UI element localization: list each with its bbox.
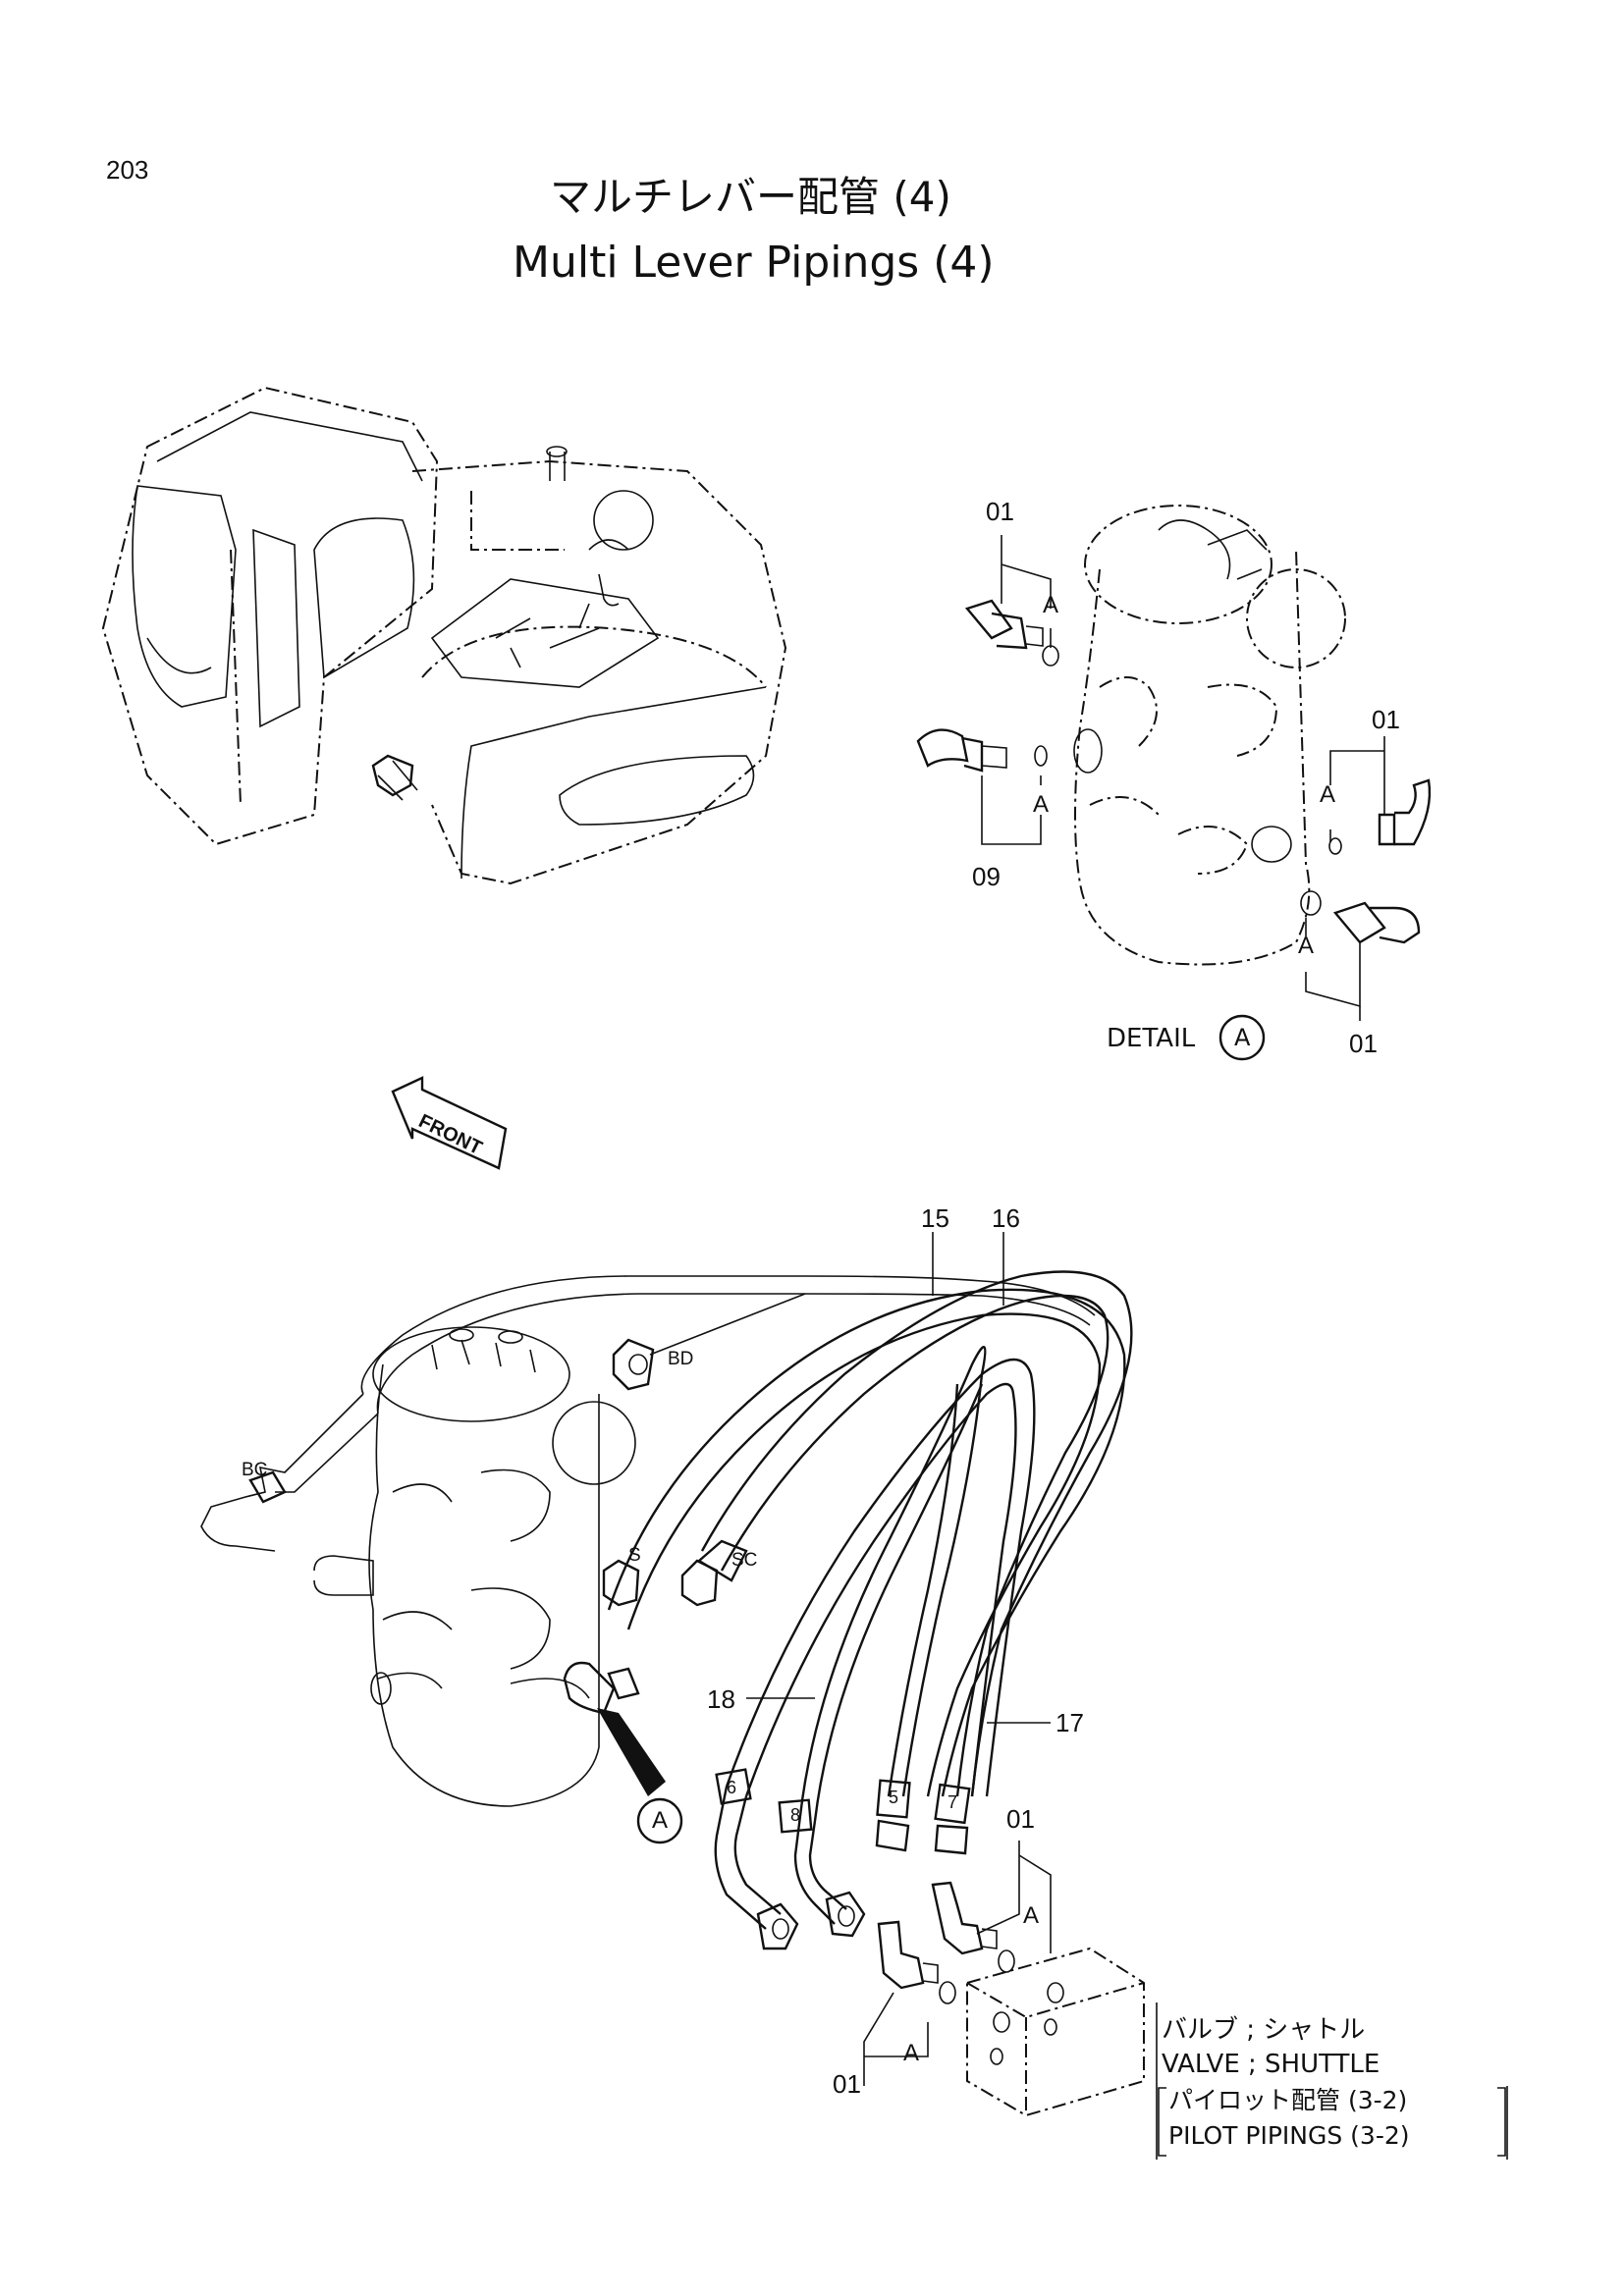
main-leader-lines <box>746 1232 1508 2160</box>
port-label-s: S <box>628 1545 641 1566</box>
callout-detail-a: A <box>652 1807 669 1834</box>
o-ring-mark-lower: A <box>903 2040 920 2066</box>
multi-lever-valve-detail <box>1073 505 1346 966</box>
hoses-17-18 <box>725 1346 1036 1822</box>
detail-callout-01-right: 01 <box>1372 705 1400 734</box>
hose-mark-8: 8 <box>790 1805 801 1825</box>
detail-circle-letter: A <box>1234 1024 1251 1051</box>
hose-mark-5: 5 <box>889 1788 899 1807</box>
callout-16: 16 <box>992 1203 1020 1233</box>
detail-fittings <box>916 599 1432 944</box>
detail-callout-01-bottom: 01 <box>1349 1029 1378 1058</box>
o-ring-mark-upper: A <box>1023 1902 1040 1929</box>
hose-fittings <box>563 1539 971 1950</box>
callout-01-upper: 01 <box>1006 1804 1035 1834</box>
detail-label: DETAIL <box>1107 1024 1196 1053</box>
title-japanese: マルチレバー配管 (4) <box>550 173 951 221</box>
shuttle-valve-block <box>966 1947 1145 2117</box>
title-english: Multi Lever Pipings (4) <box>513 238 995 288</box>
detail-a-circle <box>1218 1014 1266 1061</box>
hose-lower-runs <box>714 1786 847 1930</box>
valve-location-mark <box>371 754 418 801</box>
callout-18: 18 <box>707 1684 735 1714</box>
pilot-pipings-note-japanese: パイロット配管 (3-2) <box>1168 2086 1408 2114</box>
shuttle-valve-fittings <box>877 1881 1015 2004</box>
port-label-bc: BC <box>242 1460 268 1480</box>
port-label-bd: BD <box>668 1349 694 1369</box>
detail-o-ring-mark-1: A <box>1043 592 1059 618</box>
callout-17: 17 <box>1056 1708 1084 1737</box>
multi-lever-valve-body <box>313 1326 636 1807</box>
hose-mark-6: 6 <box>727 1778 737 1797</box>
detail-o-ring-mark-2: A <box>1033 791 1050 818</box>
hose-bc <box>200 1275 1096 1552</box>
detail-leader-lines <box>981 535 1385 1021</box>
valve-note-english: VALVE ; SHUTTLE <box>1162 2050 1380 2079</box>
detail-o-ring-mark-4: A <box>1298 933 1315 959</box>
hose-mark-7: 7 <box>947 1792 958 1812</box>
port-label-sc: SC <box>731 1550 758 1571</box>
detail-a-pointer <box>597 1708 683 1844</box>
callout-01-lower: 01 <box>833 2069 861 2099</box>
detail-callout-01-top: 01 <box>986 497 1014 526</box>
valve-note-japanese: バルブ ; シャトル <box>1162 2015 1366 2045</box>
detail-o-ring-mark-3: A <box>1320 781 1336 808</box>
pilot-pipings-note-english: PILOT PIPINGS (3-2) <box>1168 2121 1410 2150</box>
callout-15: 15 <box>921 1203 949 1233</box>
excavator-cab-outline <box>101 386 439 846</box>
hose-bd-fitting <box>612 1293 806 1391</box>
detail-callout-09: 09 <box>972 862 1001 891</box>
page-number: 203 <box>106 155 149 185</box>
excavator-body-outline <box>411 446 787 885</box>
